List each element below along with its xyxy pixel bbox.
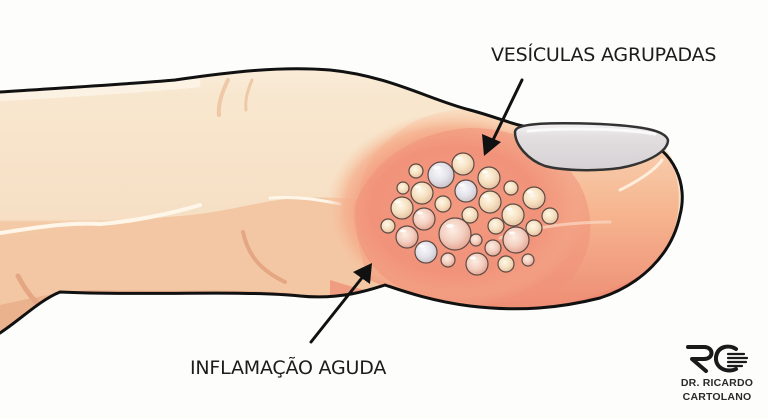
rc-monogram-icon bbox=[686, 344, 749, 373]
arrow-vesicles-pointer bbox=[482, 78, 524, 156]
arrow-inflammation-pointer bbox=[309, 263, 372, 344]
logo-name-line1: DR. RICARDO bbox=[680, 377, 754, 389]
label-inflamacao-aguda: INFLAMAÇÃO AGUDA bbox=[190, 357, 387, 379]
finger-outline bbox=[0, 67, 537, 130]
author-logo: DR. RICARDO CARTOLANO bbox=[672, 343, 762, 403]
vesicle-highlights bbox=[395, 156, 533, 260]
label-vesiculas-agrupadas: VESÍCULAS AGRUPADAS bbox=[491, 44, 717, 66]
logo-name-line2: CARTOLANO bbox=[682, 391, 752, 403]
fingernail bbox=[513, 122, 670, 172]
finger-body bbox=[0, 68, 681, 333]
